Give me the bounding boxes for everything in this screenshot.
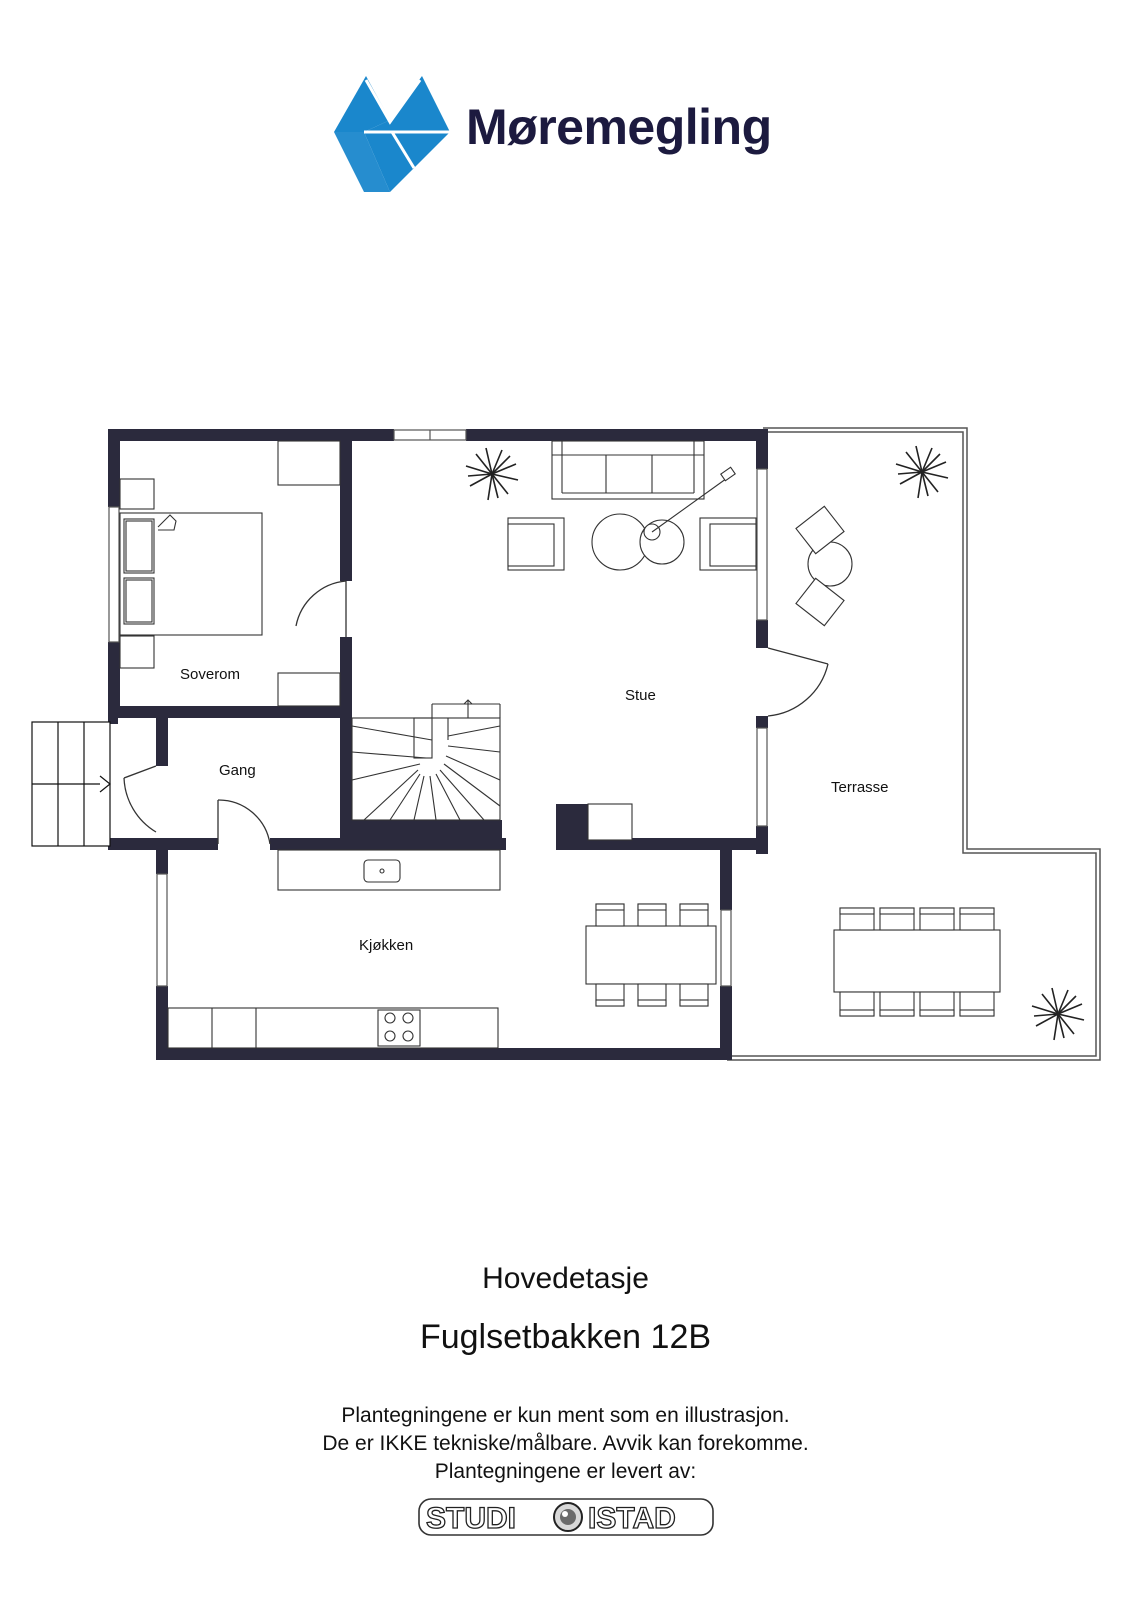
plant-icon [1031, 987, 1085, 1041]
floor-name: Hovedetasje [482, 1262, 649, 1295]
walls [108, 429, 768, 1060]
plant-icon [465, 447, 519, 501]
bedroom-furniture [119, 440, 341, 707]
windows [108, 429, 768, 987]
room-label-kjokken: Kjøkken [359, 937, 414, 954]
studio-text-left: STUDI [426, 1502, 516, 1535]
lens-logo-icon [553, 1502, 583, 1532]
floor-plan [31, 427, 1101, 1061]
disclaimer-line-3: Plantegningene er levert av: [434, 1460, 697, 1483]
terrace-outline [727, 427, 1101, 1061]
doors [123, 580, 829, 845]
kitchen-furniture [167, 849, 717, 1049]
room-label-gang: Gang [219, 762, 256, 779]
disclaimer-line-2: De er IKKE tekniske/målbare. Avvik kan f… [322, 1432, 809, 1455]
room-label-terrasse: Terrasse [831, 779, 889, 796]
studio-text-right: ISTAD [588, 1502, 676, 1535]
brand-name: Møremegling [466, 99, 772, 155]
diamond-logo-icon [334, 76, 450, 192]
terrace-furniture [795, 505, 1001, 1017]
entry-steps [31, 721, 111, 847]
room-label-stue: Stue [625, 687, 656, 704]
plant-icon [895, 445, 949, 499]
studio-logo: STUDI ISTAD [418, 1498, 714, 1536]
room-label-soverom: Soverom [180, 666, 241, 683]
address: Fuglsetbakken 12B [419, 1318, 712, 1356]
disclaimer-line-1: Plantegningene er kun ment som en illust… [341, 1404, 790, 1427]
staircase [351, 699, 501, 821]
living-furniture [507, 440, 757, 841]
